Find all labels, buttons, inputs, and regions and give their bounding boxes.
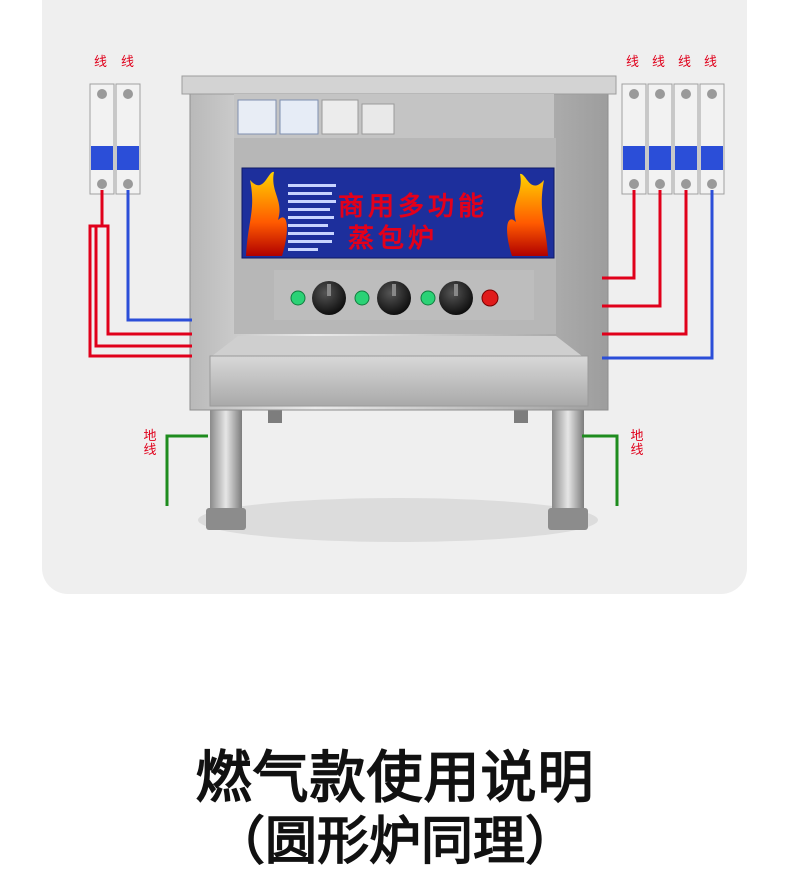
control-panel [241, 167, 555, 320]
line-label-left-1: 线 [94, 55, 108, 70]
right-wires [602, 190, 714, 360]
steamer-illustration [88, 75, 725, 542]
line-label-left-2: 线 [121, 55, 135, 70]
ground-label-right: 地线 [630, 429, 644, 458]
panel-title-line1: 商用多功能 [338, 192, 489, 222]
left-wires [88, 190, 192, 358]
right-circuit-breaker [621, 83, 725, 195]
line-label-right-1: 线 [626, 55, 640, 70]
instruction-heading: 燃气款使用说明 [195, 746, 595, 811]
steamer-legs [206, 400, 588, 530]
ground-wires [165, 434, 619, 506]
line-label-right-2: 线 [652, 55, 666, 70]
instruction-subheading: （圆形炉同理） [212, 812, 577, 872]
product-photo-card: 线 线 线 线 线 线 地线 地线 商用多功能 蒸包炉 [42, 0, 747, 594]
left-circuit-breaker [89, 83, 141, 195]
panel-title-line2: 蒸包炉 [348, 224, 439, 254]
floor-shadow [198, 498, 598, 542]
line-label-right-3: 线 [678, 55, 692, 70]
line-label-right-4: 线 [704, 55, 718, 70]
ground-label-left: 地线 [143, 429, 157, 458]
